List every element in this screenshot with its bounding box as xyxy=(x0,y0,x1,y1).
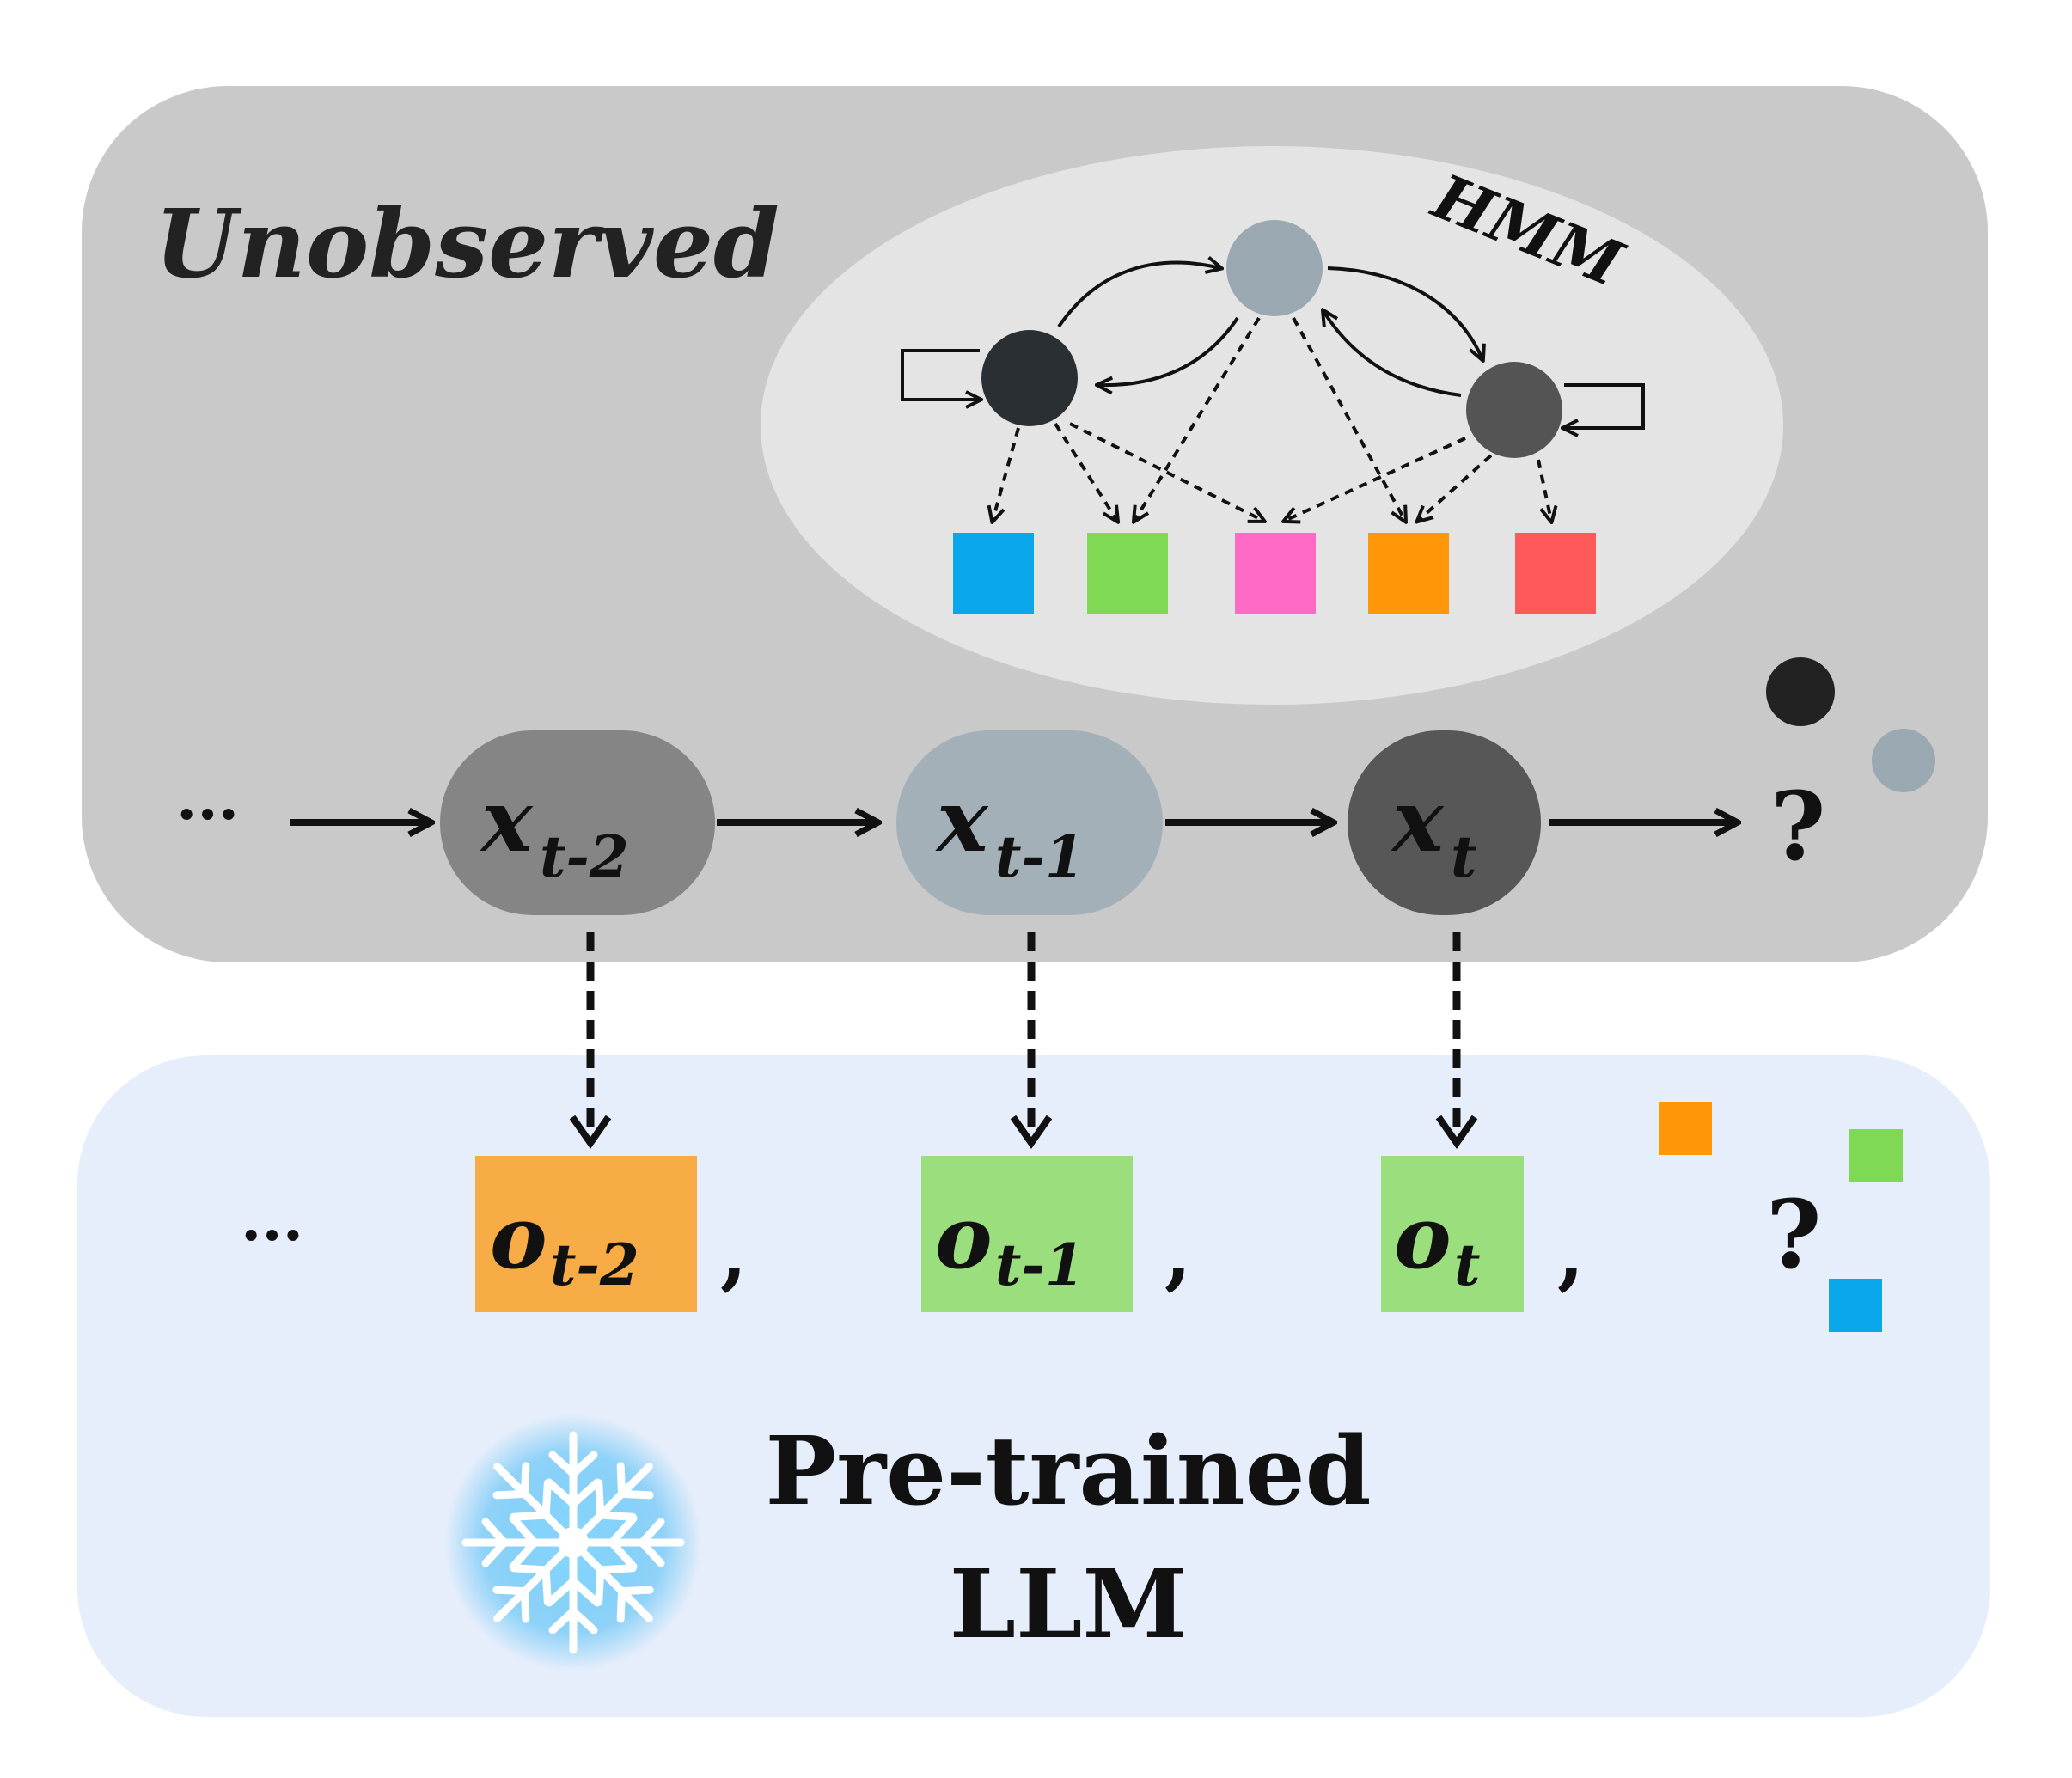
hmm-state-gray xyxy=(1466,362,1562,458)
emission-orange xyxy=(1368,533,1449,614)
unobserved-title: Unobserved xyxy=(155,188,779,299)
observation-t-2 xyxy=(475,1156,697,1312)
hidden-next-question: ? xyxy=(1770,771,1825,882)
snowflake-icon xyxy=(444,1414,702,1671)
hidden-state-t-subscript: t xyxy=(1451,823,1477,890)
observation-t xyxy=(1381,1156,1524,1312)
hmm-state-blue xyxy=(1226,220,1323,316)
hidden-state-t-1-symbol: x xyxy=(935,770,989,871)
hidden-state-t-2-symbol: x xyxy=(480,770,534,871)
emission-pink xyxy=(1235,533,1316,614)
candidate-emission-green xyxy=(1849,1129,1903,1182)
candidate-emission-blue xyxy=(1829,1279,1882,1332)
candidate-state-blue xyxy=(1872,729,1935,792)
llm-title-line2: LLM xyxy=(950,1549,1187,1659)
separator-3: , xyxy=(1557,1208,1584,1299)
candidate-state-dark xyxy=(1766,657,1835,726)
observation-t-2-symbol: o xyxy=(490,1187,547,1288)
hidden-state-t-symbol: x xyxy=(1391,770,1445,871)
observation-next-question: ? xyxy=(1766,1179,1821,1290)
emission-blue xyxy=(953,533,1034,614)
emission-green xyxy=(1087,533,1168,614)
separator-1: , xyxy=(720,1208,747,1299)
hidden-state-t-2 xyxy=(440,730,715,915)
hidden-state-t-1 xyxy=(896,730,1163,915)
observation-t-2-subscript: t-2 xyxy=(550,1231,639,1298)
observation-t-1-symbol: o xyxy=(935,1187,993,1288)
llm-title-line1: Pre-trained xyxy=(765,1415,1371,1526)
emission-red xyxy=(1515,533,1596,614)
hidden-state-t-2-subscript: t-2 xyxy=(540,823,629,890)
emission-symbols xyxy=(953,533,1596,614)
observation-t-symbol: o xyxy=(1394,1187,1452,1288)
candidate-emission-orange xyxy=(1659,1102,1712,1155)
hidden-ellipsis: ··· xyxy=(176,779,239,850)
hidden-state-t-1-subscript: t-1 xyxy=(995,823,1085,890)
observation-t-subscript: t xyxy=(1454,1231,1481,1298)
observation-ellipsis: ··· xyxy=(241,1200,303,1271)
hmm-transitions xyxy=(901,263,1645,428)
hidden-state-t xyxy=(1348,730,1541,915)
emission-arrows xyxy=(993,316,1551,521)
hmm-state-dark xyxy=(981,330,1078,426)
separator-2: , xyxy=(1164,1208,1191,1299)
observation-t-1-subscript: t-1 xyxy=(995,1231,1085,1298)
observation-t-1 xyxy=(921,1156,1133,1312)
